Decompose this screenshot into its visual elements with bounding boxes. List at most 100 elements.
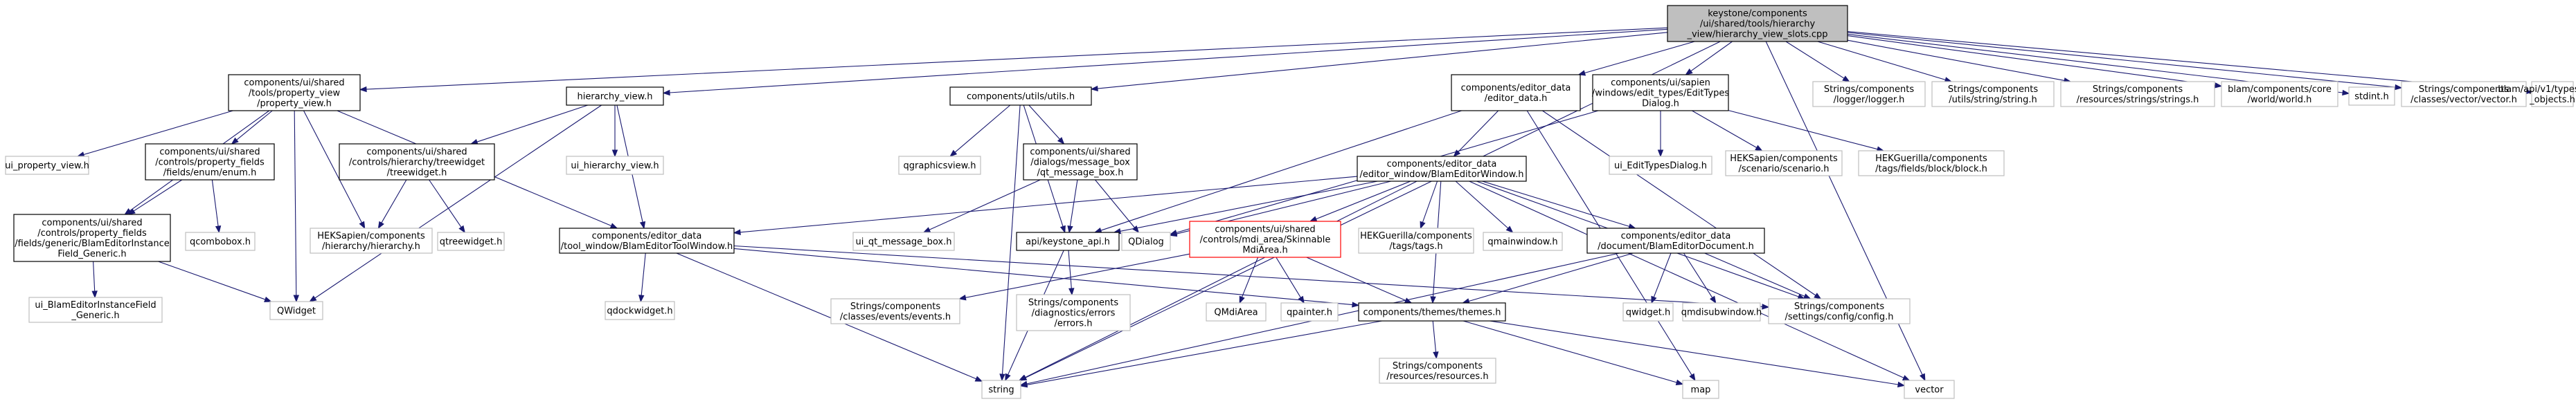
- node-label-line: /editor_window/BlamEditorWindow.h: [1360, 169, 1524, 180]
- node-label-line: HEKGuerilla/components: [1875, 154, 1987, 164]
- node-label-line: components/ui/shared: [366, 147, 467, 158]
- node-qdockwidget: qdockwidget.h: [605, 301, 675, 320]
- node-label-line: blam/components/core: [2228, 84, 2332, 95]
- edge-themes-to-resources_h: [1432, 320, 1439, 360]
- node-label-line: components/ui/sapien: [1611, 78, 1710, 89]
- edge-message_box-to-keystone_api: [1067, 179, 1078, 234]
- node-hek-hierarchy: HEKSapien/components/hierarchy/hierarchy…: [310, 228, 433, 254]
- node-label-line: /scenario/scenario.h: [1739, 164, 1830, 174]
- node-label-line: /logger/logger.h: [1834, 95, 1905, 105]
- node-label-line: qcombobox.h: [190, 237, 251, 248]
- node-blam-instance-field[interactable]: components/ui/shared/controls/property_f…: [13, 214, 171, 262]
- edge-blam_editor_document-to-themes: [1462, 252, 1634, 304]
- node-label-line: /treewidget.h: [387, 168, 447, 178]
- node-label-line: /classes/vector/vector.h: [2410, 95, 2517, 105]
- edge-treewidget-to-qtreewidget: [429, 179, 465, 234]
- edge-enum_h-to-qcombobox: [211, 179, 222, 234]
- node-label-line: /property_view.h: [257, 99, 332, 109]
- node-treewidget[interactable]: components/ui/shared/controls/hierarchy/…: [339, 143, 495, 181]
- node-message-box[interactable]: components/ui/shared/dialogs/message_box…: [1023, 143, 1138, 181]
- edge-hierarchy_view-to-treewidget: [470, 104, 589, 145]
- node-label-line: components/ui/shared: [244, 78, 344, 89]
- node-label-line: /dialogs/message_box: [1030, 158, 1130, 168]
- edge-hierarchy_view-to-qwidget_cls: [309, 104, 602, 302]
- node-label-line: /resources/strings/strings.h: [2077, 95, 2199, 105]
- node-enum-h[interactable]: components/ui/shared/controls/property_f…: [145, 143, 275, 181]
- node-label-line: stdint.h: [2354, 92, 2388, 102]
- edge-root-to-utils: [1090, 32, 1668, 92]
- node-property-view[interactable]: components/ui/shared/tools/property_view…: [228, 74, 361, 111]
- node-label-line: /editor_data.h: [1485, 93, 1548, 104]
- edge-treewidget-to-hek_hierarchy: [377, 179, 407, 230]
- node-label-line: /classes/events/events.h: [840, 312, 951, 322]
- node-label-line: /hierarchy/hierarchy.h: [322, 241, 420, 252]
- node-label-line: /diagnostics/errors: [1032, 308, 1116, 319]
- node-keystone-api[interactable]: api/keystone_api.h: [1016, 232, 1120, 251]
- node-label-line: components/editor_data: [1387, 159, 1497, 169]
- node-label-line: map: [1691, 385, 1711, 396]
- node-label-line: /tags/tags.h: [1389, 241, 1442, 252]
- node-label-line: qwidget.h: [1626, 308, 1670, 318]
- edge-blam_editor_document-to-qwidget_h: [1651, 252, 1672, 304]
- node-utils[interactable]: components/utils/utils.h: [949, 86, 1092, 106]
- node-qtreewidget: qtreewidget.h: [437, 232, 505, 251]
- edge-tool_window-to-themes: [733, 248, 1360, 308]
- node-label-line: qtreewidget.h: [440, 237, 503, 248]
- node-ui-edittypes: ui_EditTypesDialog.h: [1609, 156, 1712, 175]
- node-tool-window[interactable]: components/editor_data/tool_window/BlamE…: [559, 228, 735, 254]
- node-utils-string: Strings/components/utils/string/string.h: [1931, 81, 2055, 107]
- edge-skinnable-to-qpainter: [1276, 257, 1305, 304]
- edge-root-to-logger: [1785, 41, 1850, 82]
- node-hierarchy-view[interactable]: hierarchy_view.h: [566, 86, 664, 106]
- edge-utils-to-message_box: [1028, 104, 1065, 145]
- node-label-line: /tool_window/BlamEditorToolWindow.h: [561, 241, 733, 252]
- edge-edittypes-to-block_h: [1728, 110, 1885, 152]
- node-qwidget-h: qwidget.h: [1622, 302, 1674, 322]
- node-label-line: QDialog: [1128, 237, 1164, 248]
- node-editor-data[interactable]: components/editor_data/editor_data.h: [1451, 74, 1581, 111]
- node-blam-editor-document[interactable]: components/editor_data/document/BlamEdit…: [1586, 228, 1765, 254]
- node-label-line: Field_Generic.h: [57, 249, 126, 259]
- node-qmainwindow: qmainwindow.h: [1483, 232, 1563, 251]
- node-block-h: HEKGuerilla/components/tags/fields/block…: [1858, 150, 2005, 176]
- edge-blam_editor_window-to-tool_window: [733, 176, 1358, 235]
- node-label-line: /settings/config/config.h: [1785, 312, 1894, 322]
- node-label-line: qpainter.h: [1287, 308, 1332, 318]
- node-label-line: qmainwindow.h: [1487, 237, 1557, 248]
- node-events-h: Strings/components/classes/events/events…: [830, 298, 960, 324]
- node-label-line: hierarchy_view.h: [578, 92, 653, 102]
- node-ui-hierarchy-view: ui_hierarchy_view.h: [566, 156, 664, 175]
- node-label-line: /controls/property_fields: [37, 228, 147, 239]
- node-themes[interactable]: components/themes/themes.h: [1358, 302, 1506, 322]
- node-label-line: Strings/components: [2093, 84, 2183, 95]
- edge-blam_instance_field-to-ui_instance_field: [91, 261, 98, 299]
- edge-root-to-vector_h: [1847, 32, 2403, 91]
- node-blam-editor-window[interactable]: components/editor_data/editor_window/Bla…: [1357, 156, 1527, 182]
- node-label-line: ui_qt_message_box.h: [856, 237, 952, 248]
- edge-tool_window-to-config_h: [733, 245, 1770, 310]
- node-label-line: /controls/property_fields: [155, 158, 265, 168]
- node-edittypes[interactable]: components/ui/sapien/windows/edit_types/…: [1592, 74, 1730, 111]
- edge-blam_editor_window-to-vector: [1469, 181, 1911, 381]
- edge-blam_editor_document-to-qmdisubwindow: [1683, 252, 1717, 304]
- node-qmdiarea: QMdiArea: [1206, 302, 1267, 322]
- node-skinnable[interactable]: components/ui/shared/controls/mdi_area/S…: [1189, 221, 1341, 258]
- node-label-line: /qt_message_box.h: [1037, 168, 1123, 178]
- edge-message_box-to-ui_qt_message_box: [922, 179, 1041, 233]
- node-ui-qt-message-box: ui_qt_message_box.h: [852, 232, 955, 251]
- node-label-line: qdockwidget.h: [607, 306, 672, 317]
- node-label-line: qmdisubwindow.h: [1681, 308, 1762, 318]
- node-errors-h: Strings/components/diagnostics/errors/er…: [1016, 294, 1131, 331]
- node-label-line: /resources/resources.h: [1386, 371, 1488, 382]
- node-vector: vector: [1904, 380, 1955, 399]
- node-label-line: /fields/enum/enum.h: [163, 168, 257, 178]
- edge-enum_h-to-blam_instance_field: [127, 179, 183, 215]
- node-label-line: components/ui/shared: [1030, 147, 1130, 158]
- edge-blam_instance_field-to-qwidget_cls: [158, 261, 272, 302]
- node-qpainter: qpainter.h: [1280, 302, 1339, 322]
- edge-utils-to-string: [999, 104, 1021, 382]
- node-label-line: QWidget: [277, 306, 316, 317]
- node-label-line: /tags/fields/block/block.h: [1875, 164, 1987, 174]
- node-label-line: /tools/property_view: [249, 89, 341, 99]
- edge-tool_window-to-string: [676, 252, 983, 382]
